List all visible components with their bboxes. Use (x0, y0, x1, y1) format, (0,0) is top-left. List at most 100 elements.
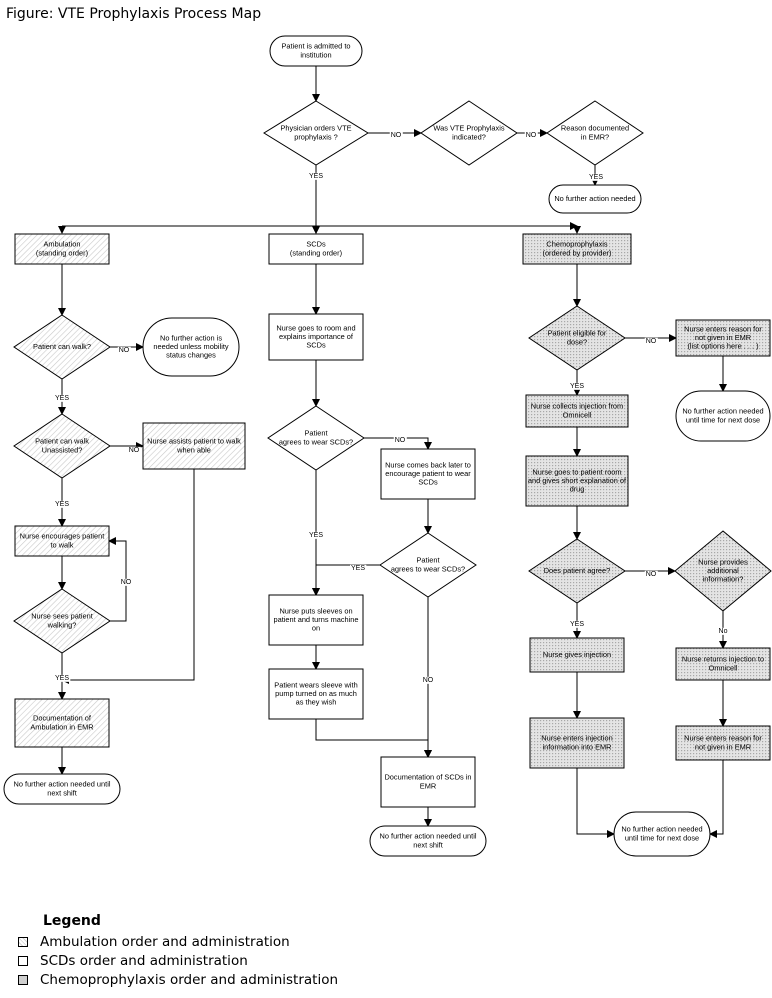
edge-label: NO (423, 677, 434, 684)
process-box (675, 647, 771, 681)
node-text: Nurse sees patient (31, 612, 93, 621)
legend-title: Legend (43, 913, 101, 929)
node-chemo: Chemoprophylaxis(ordered by provider) (522, 233, 632, 265)
edge-label-background (127, 446, 141, 454)
node-text: No further action needed (682, 407, 763, 416)
decision-diamond (674, 530, 772, 612)
edge-label: YES (55, 395, 69, 402)
edge-label-background (53, 394, 71, 402)
node-can-walk: Patient can walk? (13, 314, 111, 380)
terminator-pill (142, 317, 240, 377)
node-scds: SCDs(standing order) (268, 233, 364, 265)
node-text: Nurse comes back later to (385, 460, 471, 469)
node-text: Omnicell (563, 410, 592, 419)
node-text: until time for next dose (625, 833, 699, 842)
process-box (268, 233, 364, 265)
node-text: as they wish (296, 698, 337, 707)
edge-label: YES (309, 173, 323, 180)
edge-label-background (717, 627, 729, 635)
node-text: SCDs (306, 341, 326, 350)
edge-label: No (719, 628, 728, 635)
terminator-pill (548, 184, 642, 214)
terminator-pill (613, 811, 711, 857)
edge-label: NO (395, 437, 406, 444)
edge-label-background (644, 337, 658, 345)
node-text: No further action is (160, 333, 222, 342)
connector-arrow (312, 564, 380, 596)
edge-label: YES (570, 621, 584, 628)
process-box (675, 319, 771, 357)
edge-label-background (117, 346, 131, 354)
node-gives-injection: Nurse gives injection (529, 637, 625, 673)
node-text: prophylaxis ? (294, 132, 338, 141)
node-text: Patient wears sleeve with (274, 680, 357, 689)
process-box (529, 637, 625, 673)
edge-label-background (393, 436, 407, 444)
edge-label-background (349, 564, 367, 572)
node-text: Patient eligible for (548, 329, 607, 338)
node-text: (ordered by provider) (542, 248, 611, 257)
edge-label-background (307, 172, 325, 180)
edge-label: YES (589, 174, 603, 181)
node-text: Omnicell (709, 663, 738, 672)
node-text: next shift (413, 840, 443, 849)
node-text: No further action needed (554, 194, 635, 203)
process-box (14, 525, 110, 557)
node-ambulation: Ambulation(standing order) (14, 233, 110, 265)
node-text: until time for next dose (686, 415, 760, 424)
edge-label-background (307, 531, 325, 539)
node-text: next shift (47, 788, 77, 797)
node-text: dose? (567, 337, 587, 346)
plain-swatch-icon (18, 956, 28, 966)
node-text: agrees to wear SCDs? (279, 437, 353, 446)
edge-label: NO (391, 132, 402, 139)
node-text: status changes (166, 351, 216, 360)
process-box (268, 594, 364, 646)
node-text: Was VTE Prophylaxis (433, 124, 504, 133)
edge-label: YES (309, 532, 323, 539)
connector-arrow (576, 768, 615, 838)
node-text: encourage patient to wear (385, 469, 471, 478)
process-box (14, 698, 110, 748)
node-text: when able (176, 445, 211, 454)
process-box (529, 717, 625, 769)
node-text: indicated? (452, 132, 486, 141)
node-text: additional (707, 566, 739, 575)
decision-diamond (546, 100, 644, 166)
decision-diamond (13, 314, 111, 380)
node-does-agree: Does patient agree? (528, 538, 626, 604)
node-text: on (312, 624, 320, 633)
edge-label: NO (646, 571, 657, 578)
node-text: Nurse returns injection to (682, 655, 764, 664)
node-text: Ambulation in EMR (30, 722, 93, 731)
process-box (142, 422, 246, 470)
process-box (14, 233, 110, 265)
edge-label-background (644, 570, 658, 578)
hatched-swatch-icon (18, 937, 28, 947)
edge-label: YES (570, 383, 584, 390)
node-no-action-top: No further action needed (548, 184, 642, 214)
node-text: Physician orders VTE (280, 124, 351, 133)
terminator-pill (269, 35, 363, 67)
flow-nodes: Patient is admitted toinstitutionPhysici… (3, 35, 772, 857)
edge-label-background (119, 578, 133, 586)
terminator-pill (369, 825, 487, 857)
edge-label: NO (646, 338, 657, 345)
